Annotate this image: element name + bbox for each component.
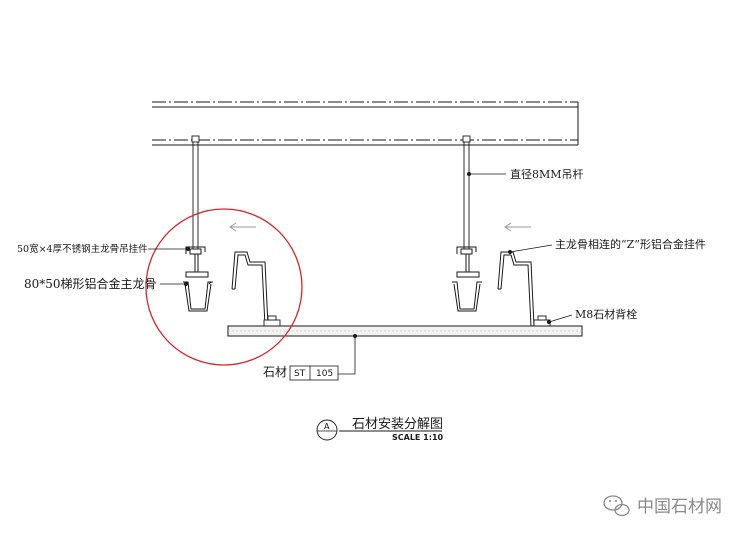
z-hanger-label: 主龙骨相连的“Z”形铝合金挂件 bbox=[555, 237, 706, 251]
hanging-rod-right bbox=[462, 135, 471, 250]
leader-lines bbox=[148, 171, 573, 375]
hanging-rod-left bbox=[191, 135, 200, 250]
stone-tag-code: ST bbox=[294, 369, 306, 379]
drawing-title-block: A 石材安装分解图 SCALE 1:10 bbox=[316, 417, 444, 442]
z-hanger-right bbox=[497, 251, 535, 327]
drawing-title: 石材安装分解图 bbox=[352, 417, 443, 432]
highlight-circle bbox=[145, 208, 303, 366]
drawing-scale: SCALE 1:10 bbox=[392, 433, 444, 442]
stone-material-tag: 石材 ST 105 bbox=[263, 365, 339, 381]
stone-tag-number: 105 bbox=[316, 369, 333, 379]
stone-slab bbox=[227, 325, 583, 337]
overhead-beam bbox=[152, 101, 579, 146]
arrow-left-icon bbox=[229, 222, 256, 232]
stainless-hanger-right bbox=[456, 246, 480, 278]
wechat-icon bbox=[603, 495, 630, 517]
watermark: 中国石材网 bbox=[603, 495, 722, 517]
watermark-text: 中国石材网 bbox=[637, 497, 722, 517]
trapezoid-keel-right bbox=[452, 281, 482, 312]
section-marker-label: A bbox=[324, 422, 330, 431]
stone-tag-name: 石材 bbox=[263, 365, 287, 379]
trapezoid-keel-left bbox=[183, 281, 213, 312]
trapezoid-keel-label: 80*50梯形铝合金主龙骨 bbox=[24, 276, 157, 291]
rod-label: 直径8MM吊杆 bbox=[510, 167, 584, 181]
arrow-left-icon bbox=[504, 222, 531, 232]
stainless-hanger-left bbox=[185, 246, 209, 278]
section-marker bbox=[316, 419, 338, 441]
z-hanger-left bbox=[231, 251, 269, 327]
stainless-hanger-label: 50宽×4厚不锈钢主龙骨吊挂件 bbox=[17, 243, 148, 255]
back-bolt-label: M8石材背栓 bbox=[575, 307, 637, 321]
